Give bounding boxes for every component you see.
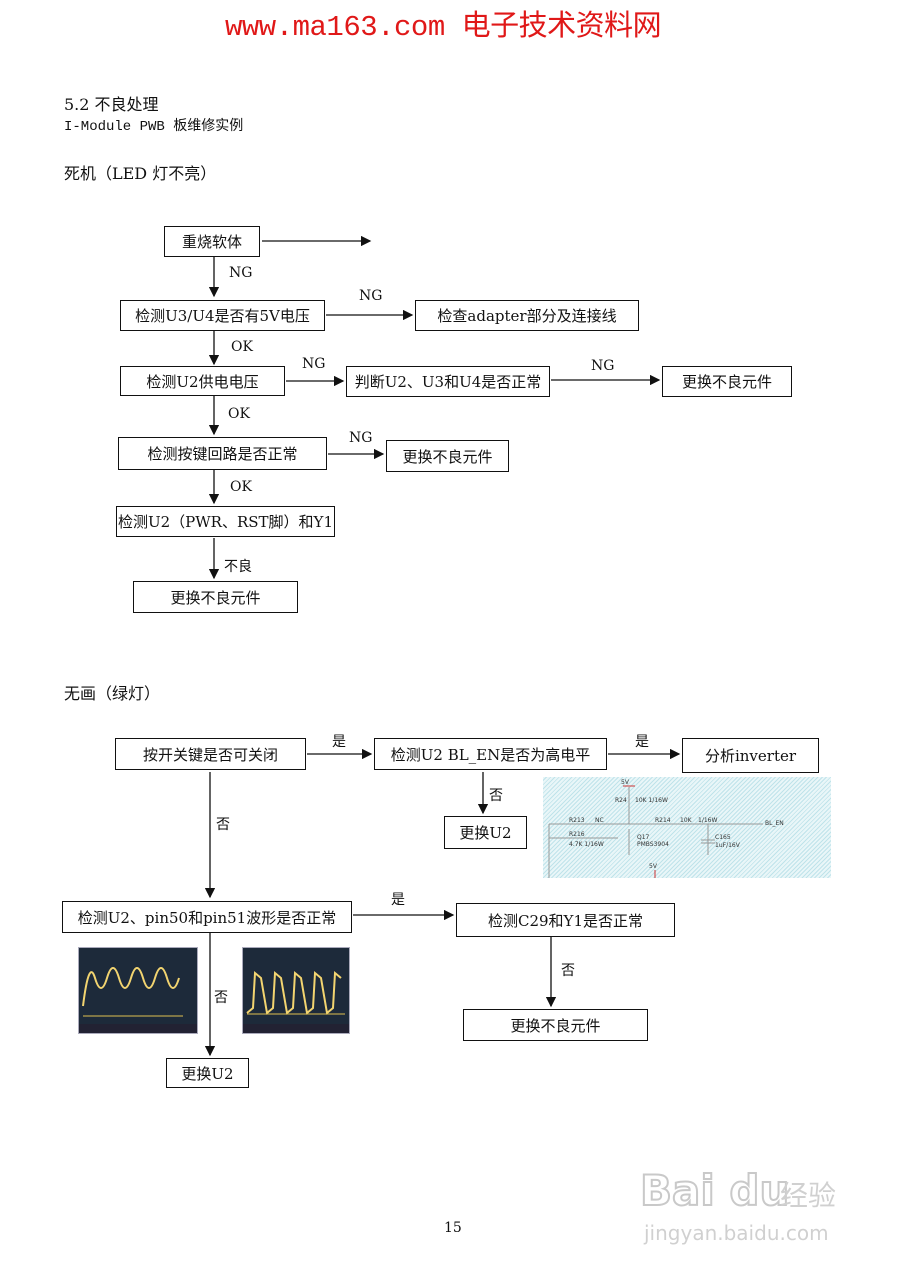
flow1-label: 不良 [224,559,252,575]
schematic-label: 5V [621,779,629,786]
flow2-box-check-bl-en: 检测U2 BL_EN是否为高电平 [374,738,607,770]
flow1-box-check-5v: 检测U3/U4是否有5V电压 [120,300,325,331]
oscilloscope-square-photo [242,947,350,1034]
flow2-label: 否 [216,817,230,833]
flow1-box-check-keys: 检测按键回路是否正常 [118,437,327,470]
schematic-label: Q17 [637,834,650,841]
flow1-box-check-pwr-rst: 检测U2（PWR、RST脚）和Y1 [116,506,335,537]
flow1-label: NG [229,265,253,281]
svg-text:Bai du: Bai du [640,1166,789,1215]
schematic-label: 10K [680,817,692,824]
schematic-label: R24 [615,797,627,804]
schematic-label: 5V [649,863,657,870]
svg-text:经验: 经验 [780,1179,836,1212]
flow1-box-replace-3: 更换不良元件 [133,581,298,613]
flow2-box-replace-u2-2: 更换U2 [166,1058,249,1088]
flow1-label: NG [349,430,373,446]
flow1-box-reflash: 重烧软体 [164,226,260,257]
flow1-label: OK [231,339,253,355]
flow2-box-replace-u2-1: 更换U2 [444,816,527,849]
flow1-box-judge-u2-u3-u4: 判断U2、U3和U4是否正常 [346,366,550,397]
baidu-jingyan-watermark: Bai du 经验 jingyan.baidu.com [639,1140,855,1250]
schematic-label: PMBS3904 [637,841,669,848]
flow2-box-check-c29-y1: 检测C29和Y1是否正常 [456,903,675,937]
flow2-box-inverter: 分析inverter [682,738,819,773]
svg-text:jingyan.baidu.com: jingyan.baidu.com [643,1221,829,1245]
subtitle: I-Module PWB 板维修实例 [64,119,244,135]
flow2-box-check-waveform: 检测U2、pin50和pin51波形是否正常 [62,901,352,933]
schematic-label: 4.7K 1/16W [569,841,604,848]
flow1-box-check-adapter: 检查adapter部分及连接线 [415,300,639,331]
bl-en-schematic: 5V R24 10K 1/16W R213 NC R214 10K 1/16W … [543,777,831,878]
schematic-label: BL_EN [765,820,784,827]
schematic-label: NC [595,817,604,824]
flow2-box-power-key: 按开关键是否可关闭 [115,738,306,770]
flow1-box-replace-2: 更换不良元件 [386,440,509,472]
schematic-label: 1uF/16V [715,842,740,849]
oscilloscope-sine-photo [78,947,198,1034]
flow2-label: 是 [332,734,346,750]
flow1-label: NG [359,288,383,304]
flow1-label: OK [230,479,252,495]
flow1-label: NG [302,356,326,372]
flow2-label: 是 [635,734,649,750]
section-title: 5.2 不良处理 [64,95,159,114]
flow1-title: 死机（LED 灯不亮） [64,164,217,183]
flow1-label: OK [228,406,250,422]
flow2-label: 是 [391,892,405,908]
flow2-box-replace-parts: 更换不良元件 [463,1009,648,1041]
flow1-label: NG [591,358,615,374]
schematic-label: R214 [655,817,671,824]
page-number: 15 [444,1220,462,1236]
flow1-box-check-u2-power: 检测U2供电电压 [120,366,285,396]
flow2-label: 否 [214,990,228,1006]
schematic-label: C165 [715,834,731,841]
flow1-box-replace-1: 更换不良元件 [662,366,792,397]
site-header: www.ma163.com 电子技术资料网 [225,11,662,44]
schematic-label: 1/16W [698,817,718,824]
schematic-label: R213 [569,817,585,824]
schematic-label: R216 [569,831,585,838]
schematic-label: 10K 1/16W [635,797,668,804]
flow2-title: 无画（绿灯） [64,684,161,703]
flow2-label: 否 [489,788,503,804]
flow2-label: 否 [561,963,575,979]
